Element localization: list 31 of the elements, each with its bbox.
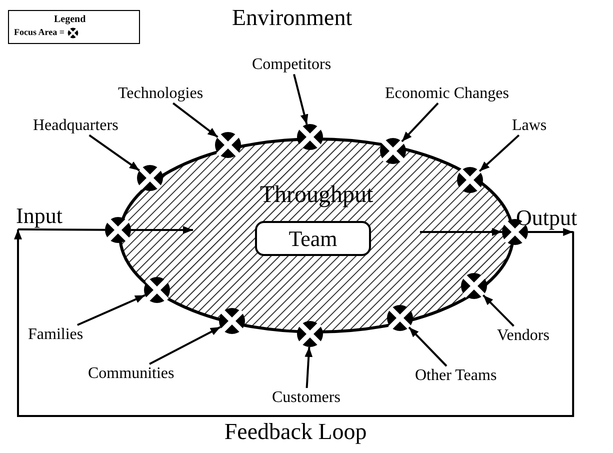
factor-label: Input <box>16 203 62 230</box>
factor-label: Economic Changes <box>385 84 509 104</box>
edge-label: Feedback Loop <box>224 418 367 446</box>
arrow <box>482 294 514 327</box>
factor-label: Communities <box>88 364 174 384</box>
arrow <box>401 102 439 142</box>
factor-label: Other Teams <box>415 366 497 386</box>
factor-label: Competitors <box>252 55 332 74</box>
factor-label: Technologies <box>118 84 204 104</box>
factor-label: Customers <box>272 388 340 408</box>
arrow <box>88 134 140 172</box>
factor-label: Output <box>516 205 578 232</box>
arrow <box>172 102 218 138</box>
factor-label: Vendors <box>497 326 550 346</box>
arrow <box>408 326 448 367</box>
team-box: Team <box>255 221 371 256</box>
arrow <box>304 346 313 388</box>
arrow <box>528 228 574 236</box>
factor-label: Families <box>28 325 84 344</box>
factor-label: Headquarters <box>33 116 118 136</box>
arrow <box>77 294 146 326</box>
arrow <box>293 74 308 125</box>
legend-text: Focus Area = <box>14 27 64 38</box>
arrow <box>478 134 520 172</box>
factor-label: Laws <box>512 116 547 136</box>
arrow <box>420 228 502 236</box>
region-heading: Environment <box>232 4 352 32</box>
arrow <box>149 326 221 365</box>
legend-heading: Legend <box>54 14 86 26</box>
connector-line <box>18 228 105 231</box>
arrow <box>14 229 574 417</box>
